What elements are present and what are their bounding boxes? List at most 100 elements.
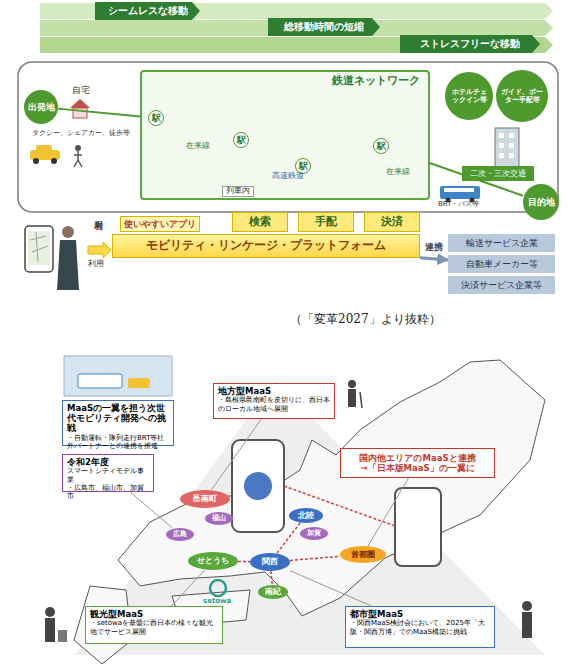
partner-box: 自動車メーカー等 — [448, 255, 555, 273]
feature-box: 検索 — [232, 212, 288, 232]
callout-box: 国内他エリアのMaaSと連携⇒「日本版MaaS」の一翼に — [340, 448, 495, 478]
node-text: 都市型MaaS — [350, 609, 403, 619]
person-icons — [45, 380, 532, 642]
node-text: MaaSの一翼を担う次世代モビリティ開発への挑戦 — [67, 403, 169, 434]
text-label: BRT・バス等 — [438, 201, 479, 209]
node-text: モビリティ・リンケージ・プラットフォーム — [146, 239, 386, 253]
node-text: 駅 — [237, 135, 246, 145]
area-oval: 首都圏 — [340, 546, 386, 563]
connector — [271, 571, 272, 585]
node-text: 決済 — [381, 216, 403, 229]
smartphone-2 — [395, 488, 441, 566]
connector — [211, 419, 261, 490]
node-text: 決済サービス企業等 — [461, 280, 542, 290]
callout-box: MaaSの一翼を担う次世代モビリティ開発への挑戦・自動運転・隊列走行BRT等社外… — [62, 400, 174, 446]
banner-stripes — [40, 3, 553, 53]
platform-band: モビリティ・リンケージ・プラットフォーム — [112, 234, 420, 258]
area-oval: 北陸 — [289, 508, 323, 523]
connector — [290, 571, 372, 606]
node-text: 令和2年度 — [67, 457, 109, 467]
caption: （「変革2027」より抜粋） — [290, 313, 441, 326]
node-text: スマートシティモデル事業 — [67, 467, 149, 484]
node-text: 総移動時間の短縮 — [284, 21, 364, 33]
connector — [368, 478, 409, 546]
station-circle: 駅 — [373, 138, 389, 154]
feature-box: 使いやすいアプリ — [120, 216, 200, 232]
smartphone — [232, 440, 284, 532]
node-text: せとうち — [197, 556, 229, 565]
connector — [238, 561, 250, 563]
area-oval: せとうち — [188, 552, 238, 570]
photo — [64, 356, 172, 396]
edge-label: 連携 — [425, 243, 443, 253]
node-text: 駅 — [152, 113, 161, 123]
area-oval: 福山 — [205, 512, 233, 525]
node-text: ホテルチェックイン等 — [449, 88, 489, 104]
text-label: タクシー、シェアカー、徒歩等 — [32, 130, 130, 138]
text-label: setowa — [203, 598, 231, 606]
node-text: ・広島市、福山市、加賀市 — [67, 484, 149, 501]
connector — [130, 492, 172, 528]
node-text: 手配 — [315, 216, 337, 229]
callout-box: 観光型MaaS・setowaを基盤に西日本の様々な観光地でサービス展開 — [85, 606, 223, 644]
node-text: 二次・三次交通 — [470, 169, 526, 178]
node-text: 使いやすいアプリ — [124, 219, 196, 229]
connector — [420, 258, 448, 260]
station-circle: 駅 — [233, 132, 249, 148]
node-text: シームレスな移動 — [108, 5, 188, 17]
goal-arrow: シームレスな移動 — [95, 2, 200, 20]
node-text: 加賀 — [307, 529, 321, 537]
feature-box: 手配 — [298, 212, 354, 232]
node-text: 目的地 — [528, 197, 555, 207]
partner-box: 決済サービス企業等 — [448, 276, 555, 294]
transport-box: 二次・三次交通 — [462, 166, 534, 181]
node-text: 自動車メーカー等 — [466, 259, 538, 269]
area-oval: 加賀 — [300, 527, 328, 540]
service-circle: ホテルチェックイン等 — [445, 72, 493, 120]
node-text: 出発地 — [28, 102, 55, 112]
node-text: 南紀 — [265, 587, 281, 596]
journey-frame — [18, 62, 558, 212]
connector — [58, 109, 148, 118]
car-icon — [30, 145, 82, 167]
goal-circle: 目的地 — [523, 184, 559, 220]
node-text: ⇒「日本版MaaS」の一翼に — [360, 463, 474, 473]
node-text: 国内他エリアのMaaSと連携 — [359, 453, 475, 463]
node-text: 検索 — [249, 216, 271, 229]
node-text: 駅 — [377, 141, 386, 151]
node-text: 北陸 — [298, 511, 314, 520]
node-text: 広島 — [173, 530, 187, 538]
text-label: 高速鉄道 — [272, 172, 304, 181]
goal-arrow: ストレスフリーな移動 — [400, 35, 540, 53]
text-label: 在来線 — [186, 142, 210, 151]
node-text: 関西 — [262, 557, 278, 566]
node-text: 駅 — [299, 161, 308, 171]
node-text: 首都圏 — [351, 550, 375, 559]
callout-box: 都市型MaaS・関西MaaS検討会において、2025年「大阪・関西万博」でのMa… — [345, 606, 495, 648]
setowa-logo — [210, 580, 226, 596]
connector — [172, 570, 205, 606]
text-label: 自宅 — [72, 86, 90, 96]
node-text: ストレスフリーな移動 — [420, 38, 520, 50]
node-text: 鉄道ネットワーク — [332, 75, 420, 88]
node-text: 観光型MaaS — [90, 609, 143, 619]
callout-box: 令和2年度スマートシティモデル事業・広島市、福山市、加賀市 — [62, 454, 154, 492]
link-line — [284, 486, 395, 526]
area-oval: 邑南町 — [180, 490, 230, 508]
node-text: ガイド、ポーター手配等 — [500, 88, 544, 104]
text-label: 列車内 — [222, 186, 254, 197]
hotel-building — [495, 128, 519, 168]
user-figure — [25, 226, 111, 290]
node-text: 福山 — [212, 514, 226, 522]
network-box: 鉄道ネットワーク駅駅駅駅 — [140, 70, 430, 200]
area-oval: 広島 — [166, 528, 194, 541]
partner-box: 輸送サービス企業 — [448, 234, 555, 252]
node-text: ・自動運転・隊列走行BRT等社外パートナーとの連携を推進 — [67, 434, 169, 451]
node-text: ・setowaを基盤に西日本の様々な観光地でサービス展開 — [90, 619, 218, 636]
node-text: 邑南町 — [193, 494, 217, 503]
goal-arrow: 総移動時間の短縮 — [268, 18, 380, 36]
area-oval: 南紀 — [258, 585, 288, 599]
callout-box: 地方型MaaS・島根県邑南町を皮切りに、西日本のローカル地域へ展開 — [213, 383, 335, 419]
connector — [277, 523, 300, 553]
